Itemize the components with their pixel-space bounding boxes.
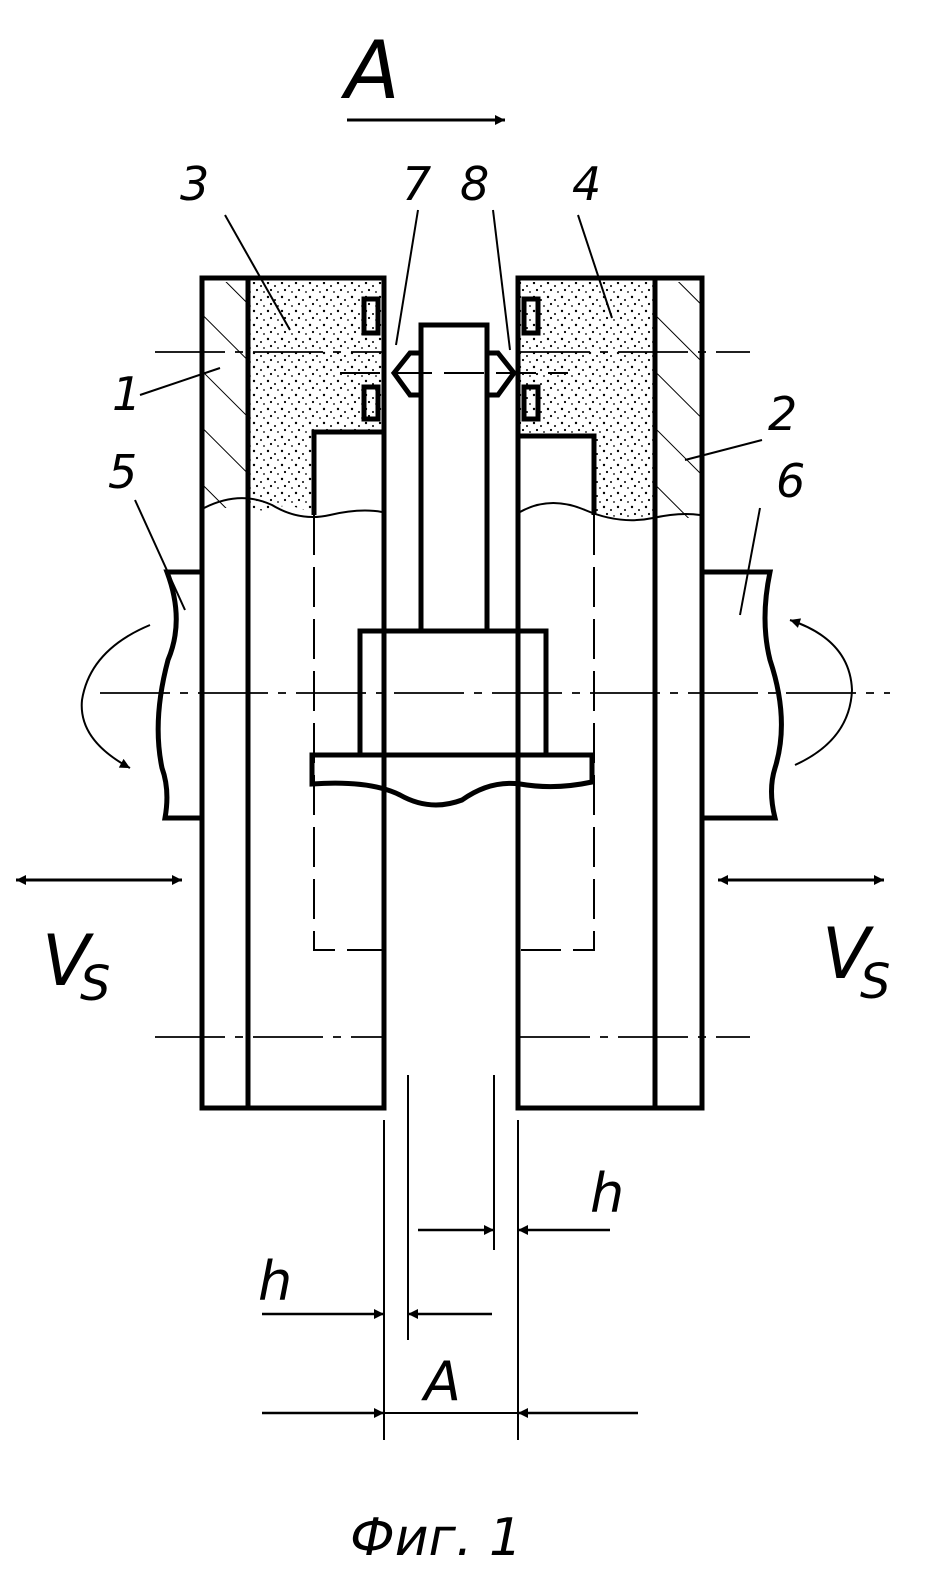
vs-left-sub: S xyxy=(80,956,110,1012)
dim-h-right: h xyxy=(590,1162,624,1225)
figure-caption: Фиг. 1 xyxy=(350,1508,522,1568)
part-number-2: 2 xyxy=(768,387,797,441)
part-number-6: 6 xyxy=(776,454,805,508)
view-arrow-a: A xyxy=(340,24,505,120)
part-number-1: 1 xyxy=(112,367,141,421)
dimension-lines: h h A xyxy=(258,1075,638,1440)
part-number-5: 5 xyxy=(108,445,137,499)
feed-arrow-left: V S xyxy=(16,880,182,1012)
spindle-right xyxy=(702,572,852,818)
part-number-3: 3 xyxy=(180,157,209,211)
dim-a: A xyxy=(421,1350,461,1413)
part-number-7: 7 xyxy=(402,157,431,211)
part-number-4: 4 xyxy=(572,157,601,211)
view-label: A xyxy=(340,24,400,117)
vs-right-sub: S xyxy=(860,954,890,1010)
feed-arrow-right: V S xyxy=(718,880,890,1010)
hidden-lines xyxy=(314,515,594,1108)
part-number-8: 8 xyxy=(460,157,489,211)
dim-h-left: h xyxy=(258,1250,292,1313)
